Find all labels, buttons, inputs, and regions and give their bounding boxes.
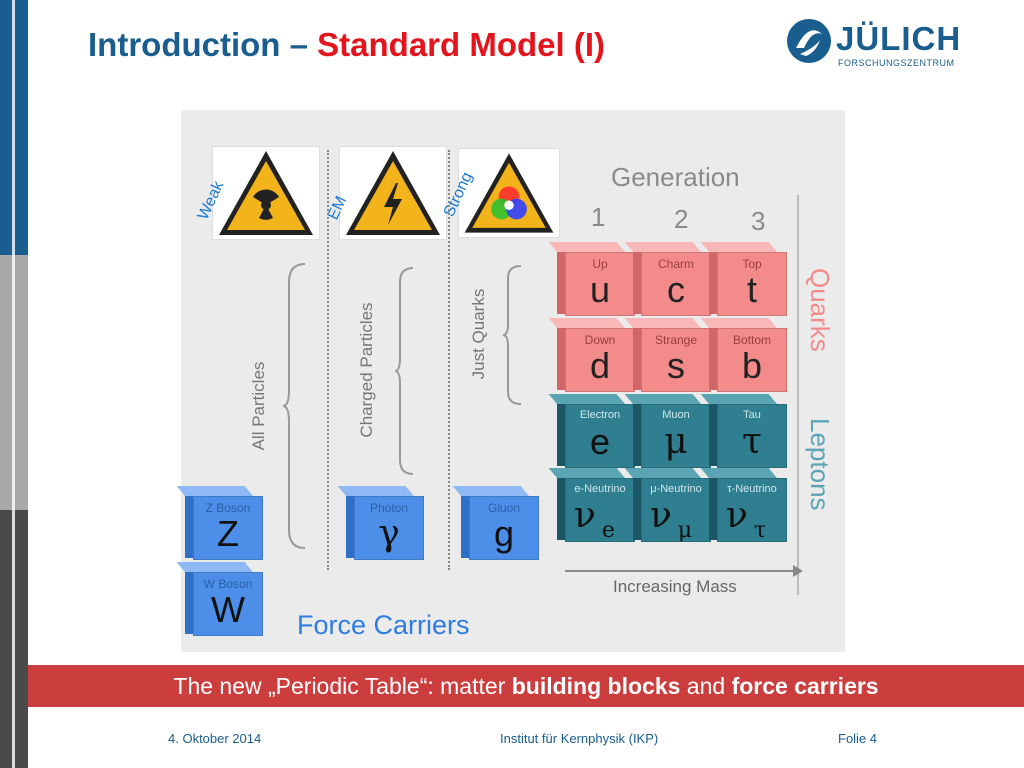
generation-3: 3 bbox=[751, 206, 766, 236]
juelich-logo-icon bbox=[787, 19, 831, 63]
neutrino-symbol: ν bbox=[726, 495, 748, 536]
quark-top-symbol: t bbox=[746, 269, 757, 310]
boson-w-symbol: W bbox=[211, 589, 245, 630]
quark-down-symbol: d bbox=[589, 345, 611, 386]
all-particles-label: All Particles bbox=[249, 361, 268, 451]
quark-charm-name: Charm bbox=[657, 257, 694, 271]
standard-model-diagram: Weak EM Strong All Particles Charged Par… bbox=[176, 110, 845, 652]
boson-z-symbol: Z bbox=[217, 513, 239, 554]
charged-particles-label: Charged Particles bbox=[357, 302, 376, 438]
summary-banner: The new „Periodic Table“: matter buildin… bbox=[28, 665, 1024, 707]
lepton-tau-name: Tau bbox=[743, 409, 761, 421]
logo-name: JÜLICH bbox=[836, 20, 962, 57]
boson-w-name: W Boson bbox=[203, 577, 253, 591]
generation-2: 2 bbox=[674, 204, 689, 234]
quark-up-name: Up bbox=[592, 257, 608, 271]
banner-bold-1: building blocks bbox=[511, 673, 681, 699]
banner-text-1: The new „Periodic Table“: matter bbox=[173, 673, 512, 699]
force-carriers-label: Force Carriers bbox=[297, 610, 470, 640]
banner-bold-2: force carriers bbox=[731, 673, 879, 699]
lepton-electron-symbol: e bbox=[589, 421, 611, 462]
separator-1 bbox=[327, 150, 329, 570]
lepton-mu-neutrino-name: μ-Neutrino bbox=[650, 483, 702, 495]
slide-title: Introduction – Standard Model (I) bbox=[88, 26, 605, 64]
quark-bottom-name: Bottom bbox=[732, 333, 771, 347]
lepton-tau-neutrino-name: τ-Neutrino bbox=[727, 483, 777, 495]
neutrino-subscript: μ bbox=[677, 518, 693, 543]
brace-just-quarks bbox=[503, 265, 522, 405]
boson-photon-name: Photon bbox=[369, 501, 409, 515]
separator-2 bbox=[448, 150, 450, 570]
brace-all-particles bbox=[283, 263, 306, 549]
high-voltage-warning-icon bbox=[346, 151, 440, 235]
quark-strange-name: Strange bbox=[654, 333, 698, 347]
title-highlight: Standard Model (I) bbox=[317, 26, 605, 63]
neutrino-subscript: τ bbox=[753, 518, 767, 543]
em-force-sign bbox=[339, 146, 447, 240]
logo-subtitle: FORSCHUNGSZENTRUM bbox=[838, 58, 955, 68]
group-divider bbox=[797, 195, 799, 595]
title-prefix: Introduction – bbox=[88, 26, 318, 63]
weak-force-sign bbox=[212, 146, 320, 240]
quark-down-name: Down bbox=[584, 333, 616, 347]
lepton-electron-name: Electron bbox=[579, 409, 621, 421]
neutrino-symbol: ν bbox=[650, 495, 672, 536]
boson-gluon-symbol: g bbox=[493, 513, 515, 554]
quark-strange-symbol: s bbox=[667, 345, 685, 386]
quarks-group-label: Quarks bbox=[805, 268, 835, 352]
quark-bottom-symbol: b bbox=[741, 345, 763, 386]
juelich-logo: JÜLICH FORSCHUNGSZENTRUM bbox=[786, 14, 966, 74]
lepton-muon-symbol: μ bbox=[664, 421, 688, 462]
color-charge-warning-icon bbox=[464, 153, 554, 233]
quark-charm-symbol: c bbox=[667, 269, 685, 310]
lepton-muon-name: Muon bbox=[662, 409, 690, 421]
sidebar-divider bbox=[12, 0, 15, 768]
boson-photon-symbol: γ bbox=[378, 513, 400, 554]
quark-up-symbol: u bbox=[589, 269, 611, 310]
increasing-mass-label: Increasing Mass bbox=[613, 577, 737, 596]
increasing-mass-arrow bbox=[565, 565, 803, 577]
quark-top-name: Top bbox=[742, 257, 762, 271]
sidebar-decoration bbox=[0, 0, 28, 768]
banner-text-2: and bbox=[680, 673, 732, 699]
boson-gluon-name: Gluon bbox=[487, 501, 521, 515]
neutrino-symbol: ν bbox=[574, 495, 596, 536]
leptons-group-label: Leptons bbox=[805, 418, 835, 511]
just-quarks-label: Just Quarks bbox=[469, 288, 488, 380]
neutrino-subscript: e bbox=[601, 518, 615, 543]
footer-date: 4. Oktober 2014 bbox=[168, 731, 262, 746]
lepton-tau-symbol: τ bbox=[742, 421, 762, 462]
brace-charged-particles bbox=[395, 267, 414, 475]
footer-institute: Institut für Kernphysik (IKP) bbox=[500, 731, 659, 746]
generation-1: 1 bbox=[591, 202, 606, 232]
footer-slide-number: Folie 4 bbox=[838, 731, 878, 746]
boson-z-name: Z Boson bbox=[205, 501, 251, 515]
strong-force-sign bbox=[458, 148, 560, 238]
lepton-e-neutrino-name: e-Neutrino bbox=[574, 483, 626, 495]
generation-title: Generation bbox=[611, 162, 740, 192]
radiation-warning-icon bbox=[219, 151, 313, 235]
